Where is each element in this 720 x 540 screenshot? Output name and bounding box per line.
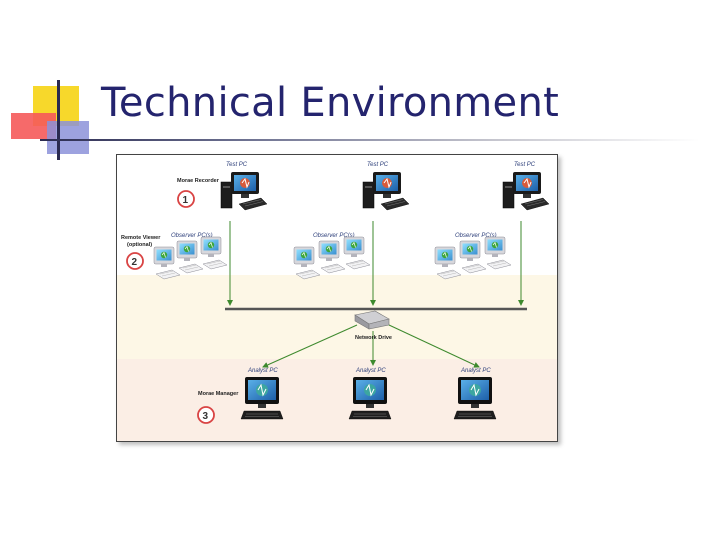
observer-pc-icon-3c bbox=[484, 236, 512, 270]
svg-text:2: 2 bbox=[132, 257, 138, 268]
title-underline bbox=[40, 139, 700, 141]
title-decoration-vertical-line bbox=[57, 80, 60, 160]
morae-manager-label: Morae Manager bbox=[198, 391, 239, 397]
zone-network bbox=[117, 275, 557, 359]
network-diagram: Test PC Observer PC(s) Test PC Observer … bbox=[116, 154, 558, 442]
remote-viewer-label: Remote Viewer bbox=[121, 235, 161, 241]
test-pc-label-1: Test PC bbox=[226, 162, 248, 168]
step-badge-1: 1 bbox=[177, 190, 195, 208]
analyst-label-3: Analyst PC bbox=[460, 368, 491, 374]
arrow-analyst1 bbox=[262, 324, 358, 368]
test-pc-icon-1 bbox=[220, 171, 268, 211]
analyst-pc-icon-3 bbox=[453, 376, 497, 420]
observer-label-1: Observer PC(s) bbox=[171, 233, 213, 239]
analyst-pc-icon-1 bbox=[240, 376, 284, 420]
observer-pc-icon-3a bbox=[434, 246, 462, 280]
observer-pc-icon-3b bbox=[459, 240, 487, 274]
analyst-label-2: Analyst PC bbox=[355, 368, 386, 374]
observer-pc-icon-1b bbox=[176, 240, 204, 274]
observer-pc-icon-1c bbox=[200, 236, 228, 270]
svg-text:1: 1 bbox=[183, 195, 189, 206]
morae-recorder-label: Morae Recorder bbox=[177, 178, 220, 184]
svg-text:3: 3 bbox=[203, 411, 209, 422]
test-pc-icon-2 bbox=[362, 171, 410, 211]
network-drive-label: Network Drive bbox=[355, 335, 392, 341]
slide-title: Technical Environment bbox=[101, 80, 560, 126]
step-badge-3: 3 bbox=[197, 406, 215, 424]
title-decoration-blue bbox=[47, 121, 89, 154]
test-pc-icon-3 bbox=[502, 171, 550, 211]
test-pc-label-2: Test PC bbox=[367, 162, 389, 168]
step-badge-2: 2 bbox=[126, 252, 144, 270]
arrow-analyst3 bbox=[388, 324, 480, 368]
remote-viewer-optional-label: (optional) bbox=[127, 242, 152, 248]
observer-pc-icon-2b bbox=[318, 240, 346, 274]
observer-pc-icon-2c bbox=[343, 236, 371, 270]
observer-label-2: Observer PC(s) bbox=[313, 233, 355, 239]
observer-label-3: Observer PC(s) bbox=[455, 233, 497, 239]
test-pc-label-3: Test PC bbox=[514, 162, 536, 168]
diagram-canvas: Test PC Observer PC(s) Test PC Observer … bbox=[121, 162, 550, 424]
network-drive-icon bbox=[354, 310, 390, 330]
analyst-label-1: Analyst PC bbox=[247, 368, 278, 374]
observer-pc-icon-2a bbox=[293, 246, 321, 280]
observer-pc-icon-1a bbox=[153, 246, 181, 280]
analyst-pc-icon-2 bbox=[348, 376, 392, 420]
